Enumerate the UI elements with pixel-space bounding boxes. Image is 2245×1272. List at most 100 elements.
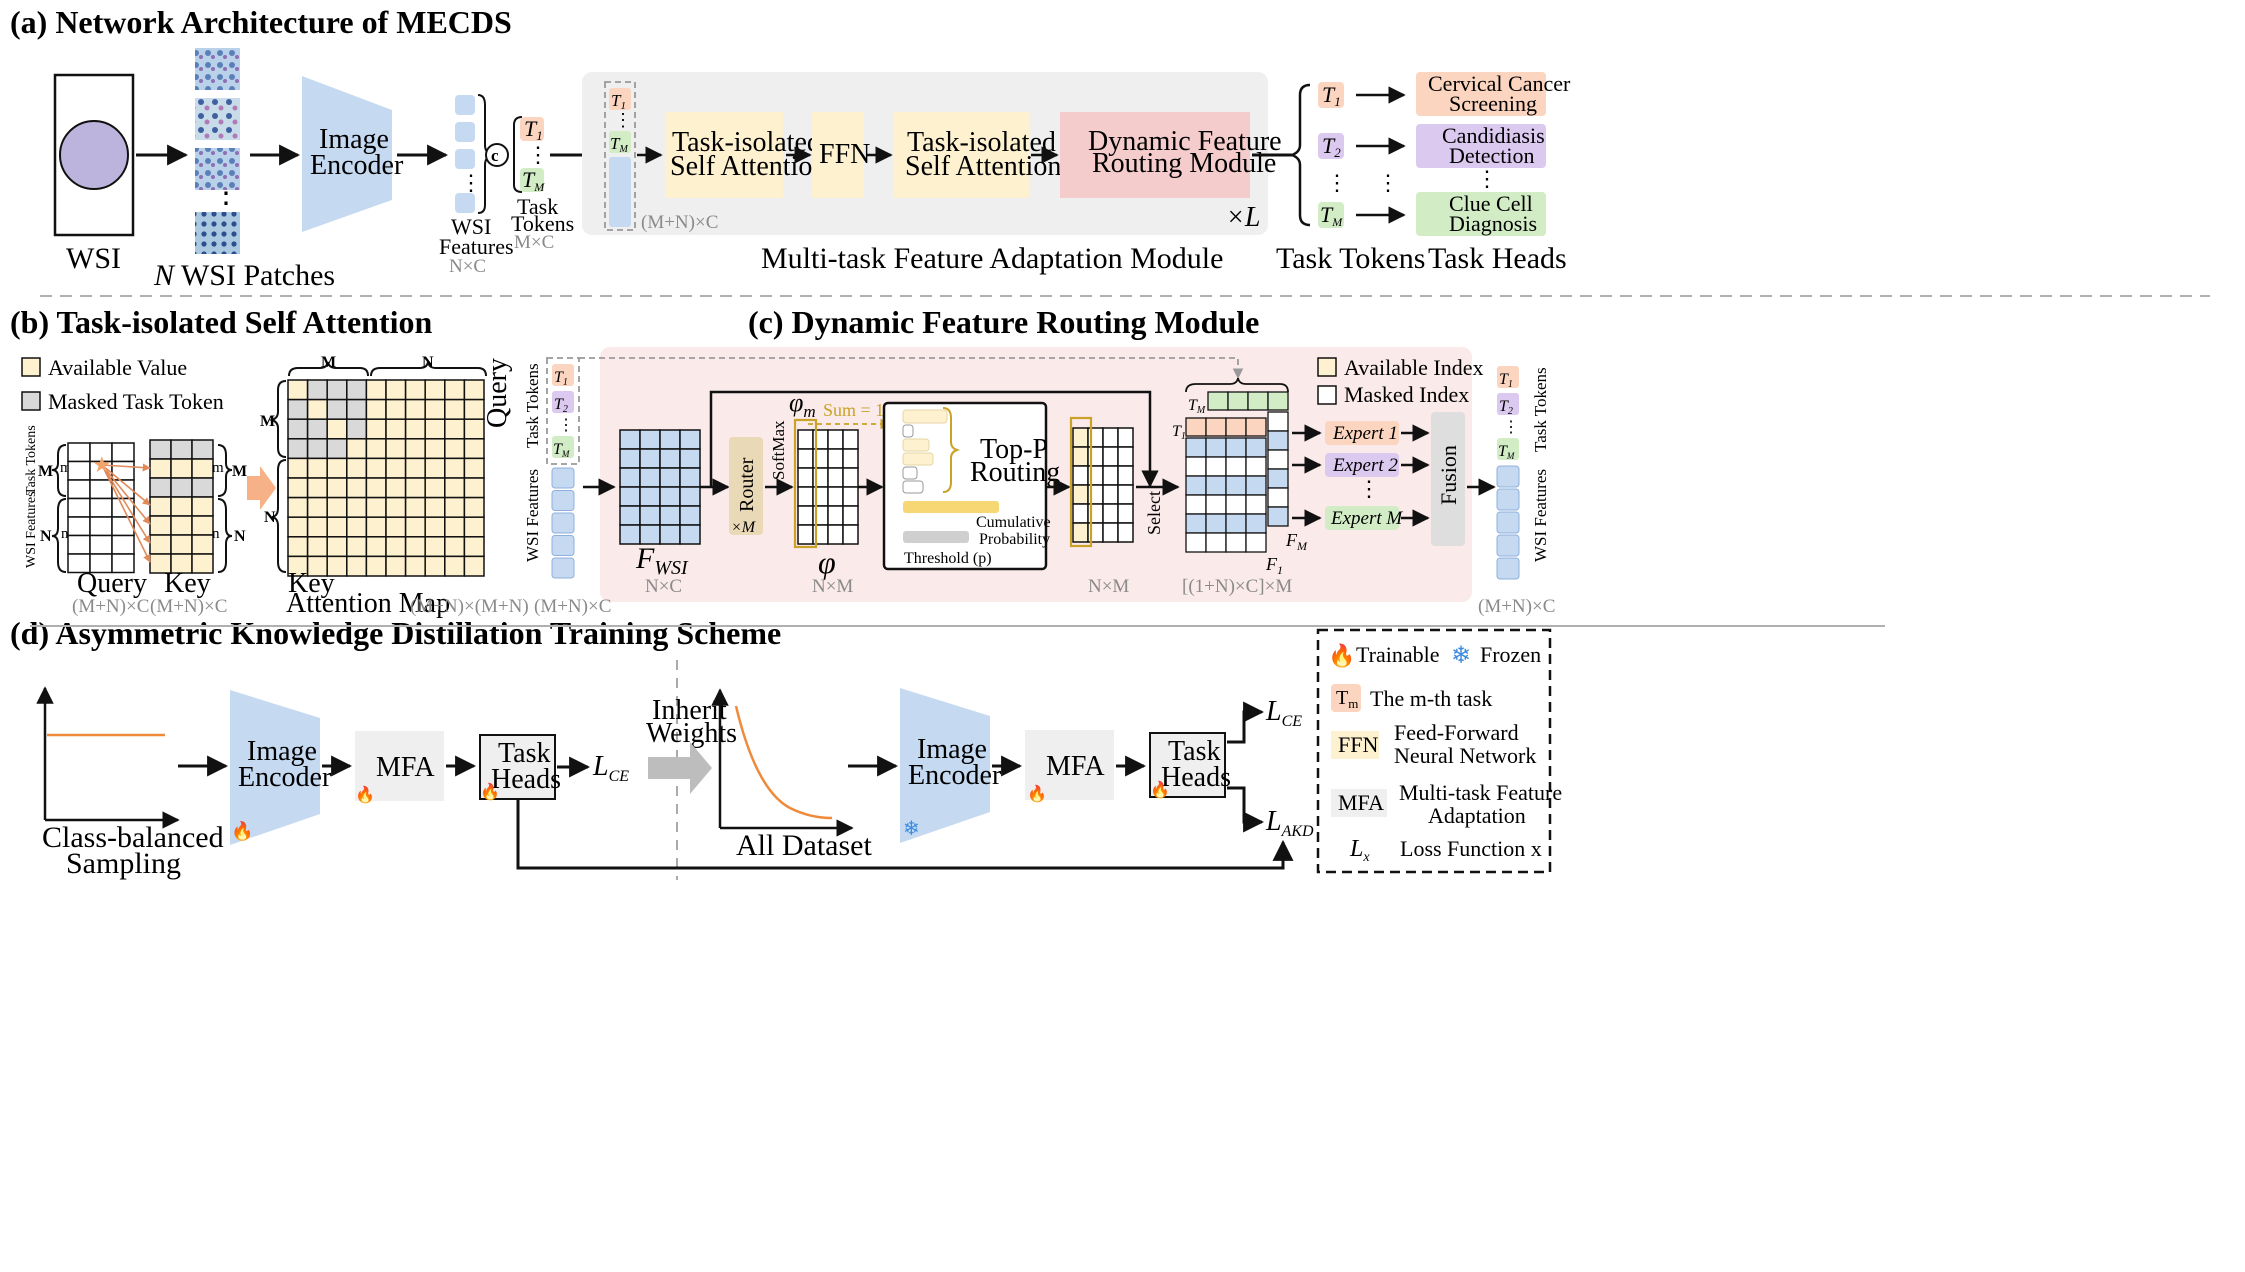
query-label: Query <box>77 568 147 599</box>
stack-front-token-cell <box>1185 417 1207 437</box>
attention-cell <box>346 477 368 499</box>
nm-cell <box>1117 446 1134 467</box>
attention-arrow <box>101 463 151 472</box>
key-cell <box>149 496 172 517</box>
query-cell <box>89 534 113 555</box>
d-heads-2-fire: 🔥 <box>1150 780 1170 799</box>
key-cell <box>191 477 214 498</box>
legend-mfa-swatch <box>1331 789 1387 817</box>
out-token-tm <box>1318 202 1344 228</box>
attention-cell <box>326 457 348 479</box>
attention-cell <box>424 457 446 479</box>
nm-dim-2: N×M <box>1088 576 1129 597</box>
phi-cell <box>842 524 859 545</box>
patch-1 <box>195 48 240 90</box>
phi-cell <box>797 505 814 526</box>
topp-brace <box>942 407 961 493</box>
nm-highlight-column <box>1069 416 1093 548</box>
task-token-tm-label: TM <box>522 167 545 194</box>
key-cell <box>170 477 193 498</box>
attention-cell <box>404 398 426 420</box>
d-mfa-1-label: MFA <box>376 752 435 783</box>
d-akd-path <box>516 800 1294 870</box>
dfrm-label-2: Routing Module <box>1092 148 1276 179</box>
query-cell <box>67 534 91 555</box>
fwsi-cell <box>619 486 641 507</box>
side-task-tokens: Task Tokens <box>24 425 39 495</box>
key-cell <box>149 458 172 479</box>
concat-label: c <box>491 146 499 165</box>
fwsi-cell <box>639 486 661 507</box>
nm-cell <box>1117 522 1134 543</box>
attn-left-m: M <box>260 413 275 430</box>
cbs-label-1: Class-balanced <box>42 821 224 854</box>
attention-cell <box>306 438 328 460</box>
fwsi-cell <box>659 524 681 545</box>
attention-cell <box>365 457 387 479</box>
attention-arrows <box>101 463 151 563</box>
d-mfa-2-label: MFA <box>1046 751 1105 782</box>
mfam-label: Multi-task Feature Adaptation Module <box>761 242 1223 275</box>
query-cell <box>67 497 91 518</box>
c-out-t1-label: T1 <box>1499 371 1513 390</box>
attention-cell <box>385 418 407 440</box>
query-cell <box>111 553 135 574</box>
fwsi-cell <box>619 505 641 526</box>
d-mfa-1 <box>355 731 444 801</box>
topp-label-2: Routing <box>970 457 1060 488</box>
nm-cell <box>1102 522 1119 543</box>
phi-cell <box>827 429 844 450</box>
query-n-small: n <box>61 526 69 542</box>
phi-cell <box>797 429 814 450</box>
d-arrow-heads-lce-2 <box>1227 701 1265 744</box>
d-heads-2-label-1: Task <box>1168 736 1220 767</box>
d-encoder-2-label-2: Encoder <box>908 760 1002 791</box>
attention-cell <box>385 536 407 558</box>
query-cell <box>67 442 91 463</box>
attention-arrow <box>101 464 151 506</box>
phi-cell <box>797 448 814 469</box>
query-m-big: M <box>38 463 53 480</box>
stack-front-cell <box>1205 513 1227 534</box>
attention-cell <box>385 496 407 518</box>
attention-cell <box>326 418 348 440</box>
c-dashed-route <box>579 357 1244 380</box>
stack-front-token-cell <box>1245 417 1267 437</box>
out-mid-dots: ⋮ <box>1377 170 1399 195</box>
attention-cell <box>365 438 387 460</box>
attention-arrow <box>101 464 151 563</box>
attention-cell <box>385 379 407 401</box>
attention-cell <box>346 379 368 401</box>
tisa1-box <box>665 112 783 198</box>
section-c: Task Tokens WSI Features T1 T2 ⋮ TM (M+N… <box>523 347 1555 617</box>
stack-back-column-cell <box>1267 411 1289 432</box>
c-out-tm-label: TM <box>1498 443 1515 461</box>
fwsi-cell <box>639 448 661 469</box>
c-legend-available-text: Available Index <box>1344 355 1483 380</box>
query-brace-n <box>51 498 67 573</box>
phi-cell <box>797 486 814 507</box>
stack-front-cell <box>1225 456 1247 477</box>
key-cell <box>170 534 193 555</box>
d-mfa-2-fire: 🔥 <box>1027 784 1047 803</box>
expert-2-box <box>1325 453 1399 477</box>
fwsi-cell <box>679 486 701 507</box>
attention-cell <box>404 496 426 518</box>
attention-cell <box>385 555 407 577</box>
attention-cell <box>365 555 387 577</box>
nm-cell <box>1072 446 1089 467</box>
attention-cell <box>385 477 407 499</box>
fwsi-cell <box>679 448 701 469</box>
c-in-feature-cell <box>551 490 575 511</box>
stack-front-token-cell <box>1225 417 1247 437</box>
patch-3 <box>195 148 240 190</box>
attention-cell <box>385 398 407 420</box>
output-brace <box>1288 83 1311 227</box>
attention-cell <box>385 516 407 538</box>
key-cell <box>149 477 172 498</box>
threshold-bar <box>903 531 969 543</box>
attention-cell <box>326 379 348 401</box>
attention-arrow <box>101 464 151 525</box>
phi-cell <box>842 505 859 526</box>
c-legend-available <box>1317 357 1337 377</box>
